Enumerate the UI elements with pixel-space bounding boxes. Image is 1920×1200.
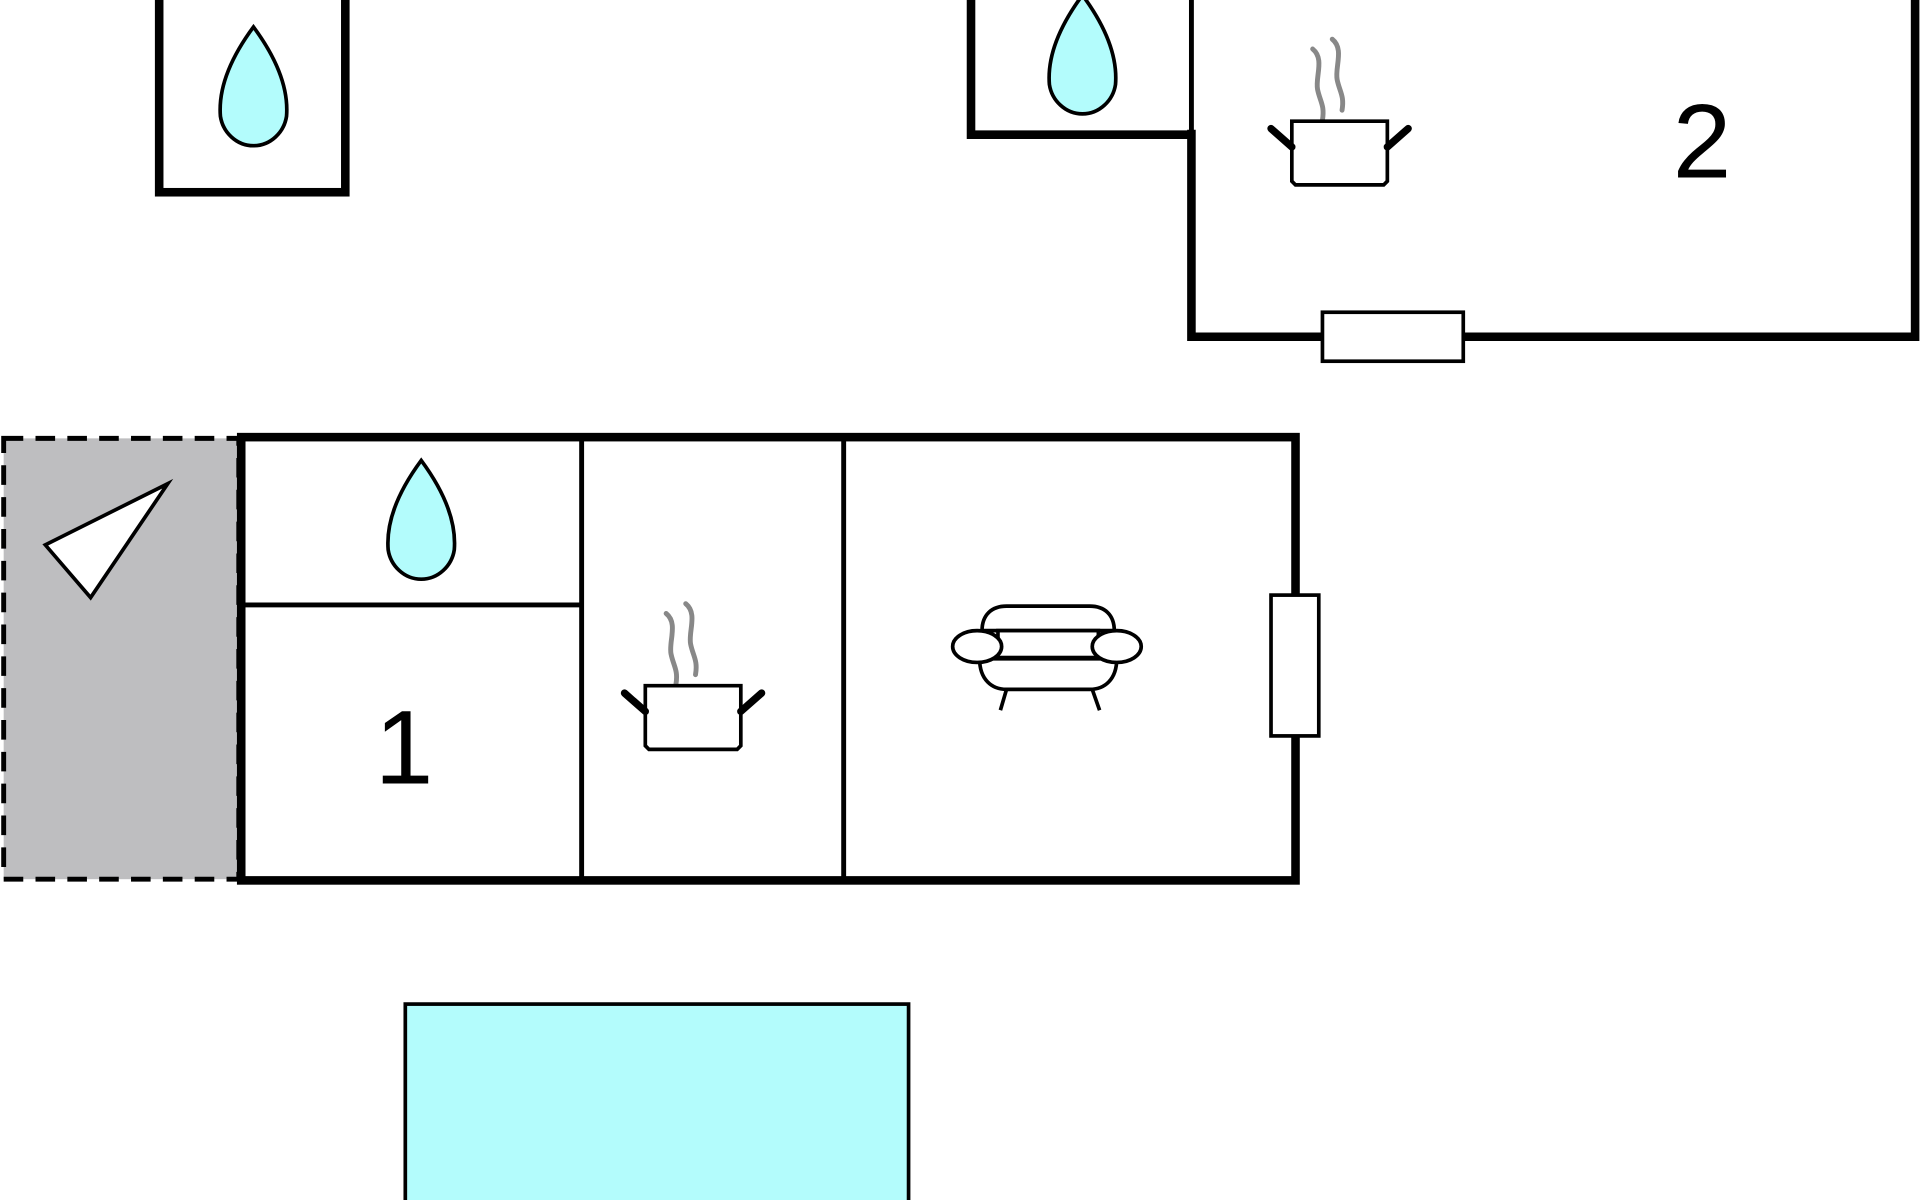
swimming-pool — [403, 1002, 911, 1200]
window — [1320, 310, 1466, 364]
terrace — [1, 435, 242, 882]
cooking-pot-icon — [624, 604, 761, 750]
water-drop-icon — [1047, 0, 1118, 116]
cooking-pot-icon — [1271, 39, 1408, 185]
unit-2: 2 — [966, 0, 1920, 364]
unit-1: 1 — [236, 432, 1321, 885]
water-drop-icon — [218, 25, 289, 148]
room-label-2: 2 — [1673, 84, 1732, 201]
compass-arrow-icon — [42, 478, 174, 601]
sofa-icon — [950, 604, 1144, 711]
bathroom-top-left — [154, 0, 350, 197]
water-drop-icon — [386, 458, 457, 582]
window — [1269, 593, 1321, 738]
room-label-1: 1 — [375, 690, 434, 807]
